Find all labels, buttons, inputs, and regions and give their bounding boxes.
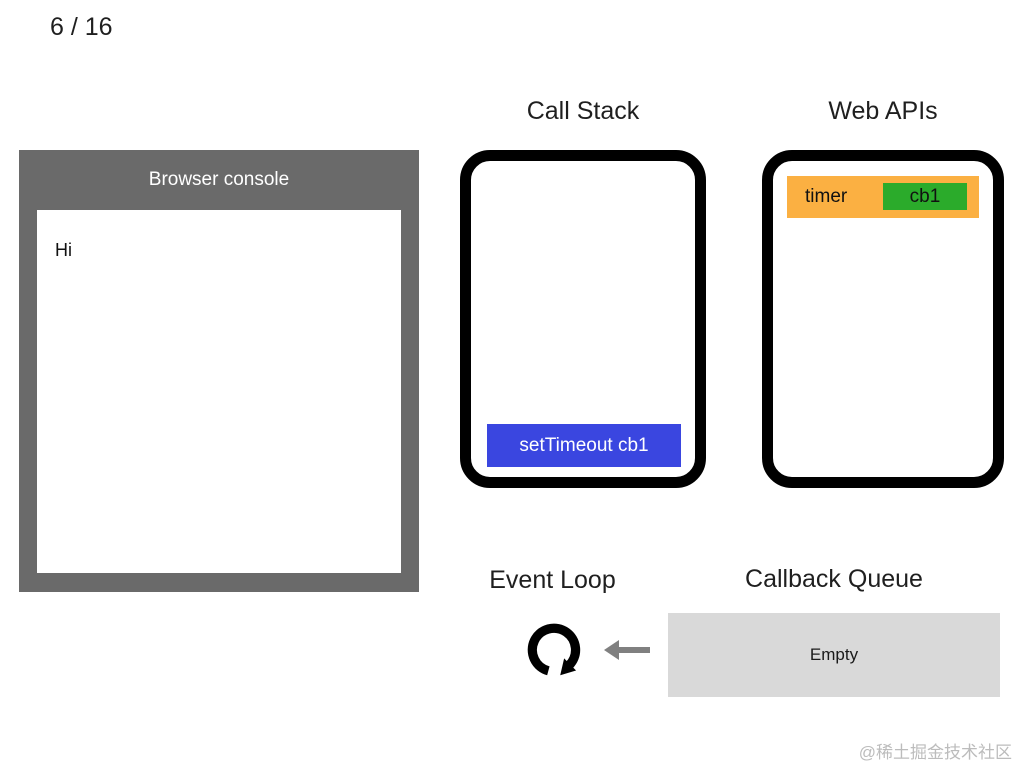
web-apis-title: Web APIs xyxy=(828,97,938,125)
console-log-line: Hi xyxy=(55,240,72,260)
queue-status: Empty xyxy=(809,645,859,664)
queue-to-loop-arrow-icon xyxy=(604,640,650,660)
callback-queue-box: Empty xyxy=(668,613,1000,697)
browser-console-title: Browser console xyxy=(148,169,290,190)
event-loop-spinner-icon xyxy=(527,623,581,676)
browser-console-output: Hi xyxy=(37,210,401,573)
browser-console-panel: Browser console Hi xyxy=(19,150,419,592)
stack-frame-settimeout: setTimeout cb1 xyxy=(487,424,681,467)
web-api-timer-item: timer cb1 xyxy=(787,176,979,218)
timer-label: timer xyxy=(805,186,848,207)
timer-callback-chip: cb1 xyxy=(883,183,967,210)
event-loop-title: Event Loop xyxy=(489,566,616,594)
callback-queue-title: Callback Queue xyxy=(745,565,923,593)
watermark: @稀土掘金技术社区 xyxy=(858,743,1012,762)
call-stack-title: Call Stack xyxy=(526,97,640,125)
slide-counter: 6 / 16 xyxy=(50,13,113,41)
